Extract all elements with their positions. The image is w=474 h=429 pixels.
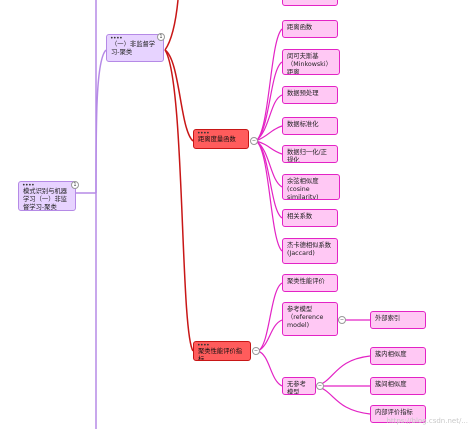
no-reference-child[interactable]: 簇间相似度 — [370, 377, 426, 395]
no-reference-child[interactable]: 簇内相似度 — [370, 347, 426, 365]
no-reference-child[interactable]: 内部评价指标 — [370, 405, 426, 423]
eval-group-node[interactable]: •••• 聚类性能评价指标 — [193, 341, 251, 361]
distance-item-label: 杰卡德相似系数(Jaccard) — [287, 242, 332, 257]
branch-node-label: （一）非监督学习-聚类 — [111, 41, 156, 56]
distance-item[interactable]: 数据预处理 — [282, 86, 338, 104]
expand-toggle-icon[interactable]: − — [250, 137, 258, 145]
distance-item-label: 数据预处理 — [287, 90, 319, 97]
distance-item-label: 余弦相似度(cosine similarity) — [287, 178, 319, 200]
collapse-toggle-icon[interactable]: 1 — [71, 181, 79, 189]
watermark-text: https://blog.csdn.net/... — [386, 417, 468, 425]
eval-group-label: 聚类性能评价指标 — [198, 348, 243, 361]
distance-item[interactable]: 余弦相似度(cosine similarity) — [282, 174, 340, 200]
expand-toggle-icon[interactable]: − — [338, 316, 346, 324]
root-node-label: 模式识别与机器学习（一）非监督学习-聚类 — [23, 188, 68, 211]
branch-node[interactable]: •••• （一）非监督学习-聚类 — [106, 34, 164, 62]
no-reference-child-label: 簇内相似度 — [375, 351, 407, 358]
distance-item-label: 相关系数 — [287, 213, 313, 220]
distance-item-label: 闵可夫斯基（Minkowski）距离 — [287, 53, 332, 75]
no-reference-child-label: 簇间相似度 — [375, 381, 407, 388]
distance-group-node[interactable]: •••• 距离度量函数 — [193, 129, 249, 149]
distance-item[interactable]: 闵可夫斯基（Minkowski）距离 — [282, 49, 340, 75]
reference-child-label: 外部索引 — [375, 315, 401, 322]
distance-item[interactable]: 数据归一化/正规化 — [282, 145, 338, 163]
distance-group-label: 距离度量函数 — [198, 136, 236, 143]
distance-item-label: 数据标准化 — [287, 121, 319, 128]
drag-handle-icon[interactable]: •••• — [22, 182, 35, 189]
distance-item-label: 距离函数 — [287, 24, 313, 31]
eval-item-label: 聚类性能评价 — [287, 278, 325, 285]
reference-child[interactable]: 外部索引 — [370, 311, 426, 329]
drag-handle-icon[interactable]: •••• — [197, 130, 210, 137]
eval-item-label: 参考模型（reference model) — [287, 306, 324, 329]
collapse-toggle-icon[interactable]: 1 — [157, 33, 165, 41]
distance-item[interactable]: 杰卡德相似系数(Jaccard) — [282, 238, 338, 264]
distance-item[interactable]: 数据标准化 — [282, 117, 338, 135]
distance-item-label: 数据归一化/正规化 — [287, 149, 327, 163]
expand-toggle-icon[interactable]: − — [252, 347, 260, 355]
expand-toggle-icon[interactable]: − — [316, 382, 324, 390]
distance-item[interactable]: 相关系数 — [282, 209, 338, 227]
eval-item[interactable]: 无参考模型 — [282, 377, 316, 395]
cut-off-node[interactable] — [282, 0, 338, 6]
eval-item[interactable]: 参考模型（reference model) — [282, 302, 338, 336]
no-reference-child-label: 内部评价指标 — [375, 409, 413, 416]
drag-handle-icon[interactable]: •••• — [197, 342, 210, 349]
distance-item[interactable]: 距离函数 — [282, 20, 338, 38]
drag-handle-icon[interactable]: •••• — [110, 35, 123, 42]
eval-item[interactable]: 聚类性能评价 — [282, 274, 338, 292]
root-node[interactable]: •••• 模式识别与机器学习（一）非监督学习-聚类 — [18, 181, 76, 211]
eval-item-label: 无参考模型 — [287, 381, 306, 395]
